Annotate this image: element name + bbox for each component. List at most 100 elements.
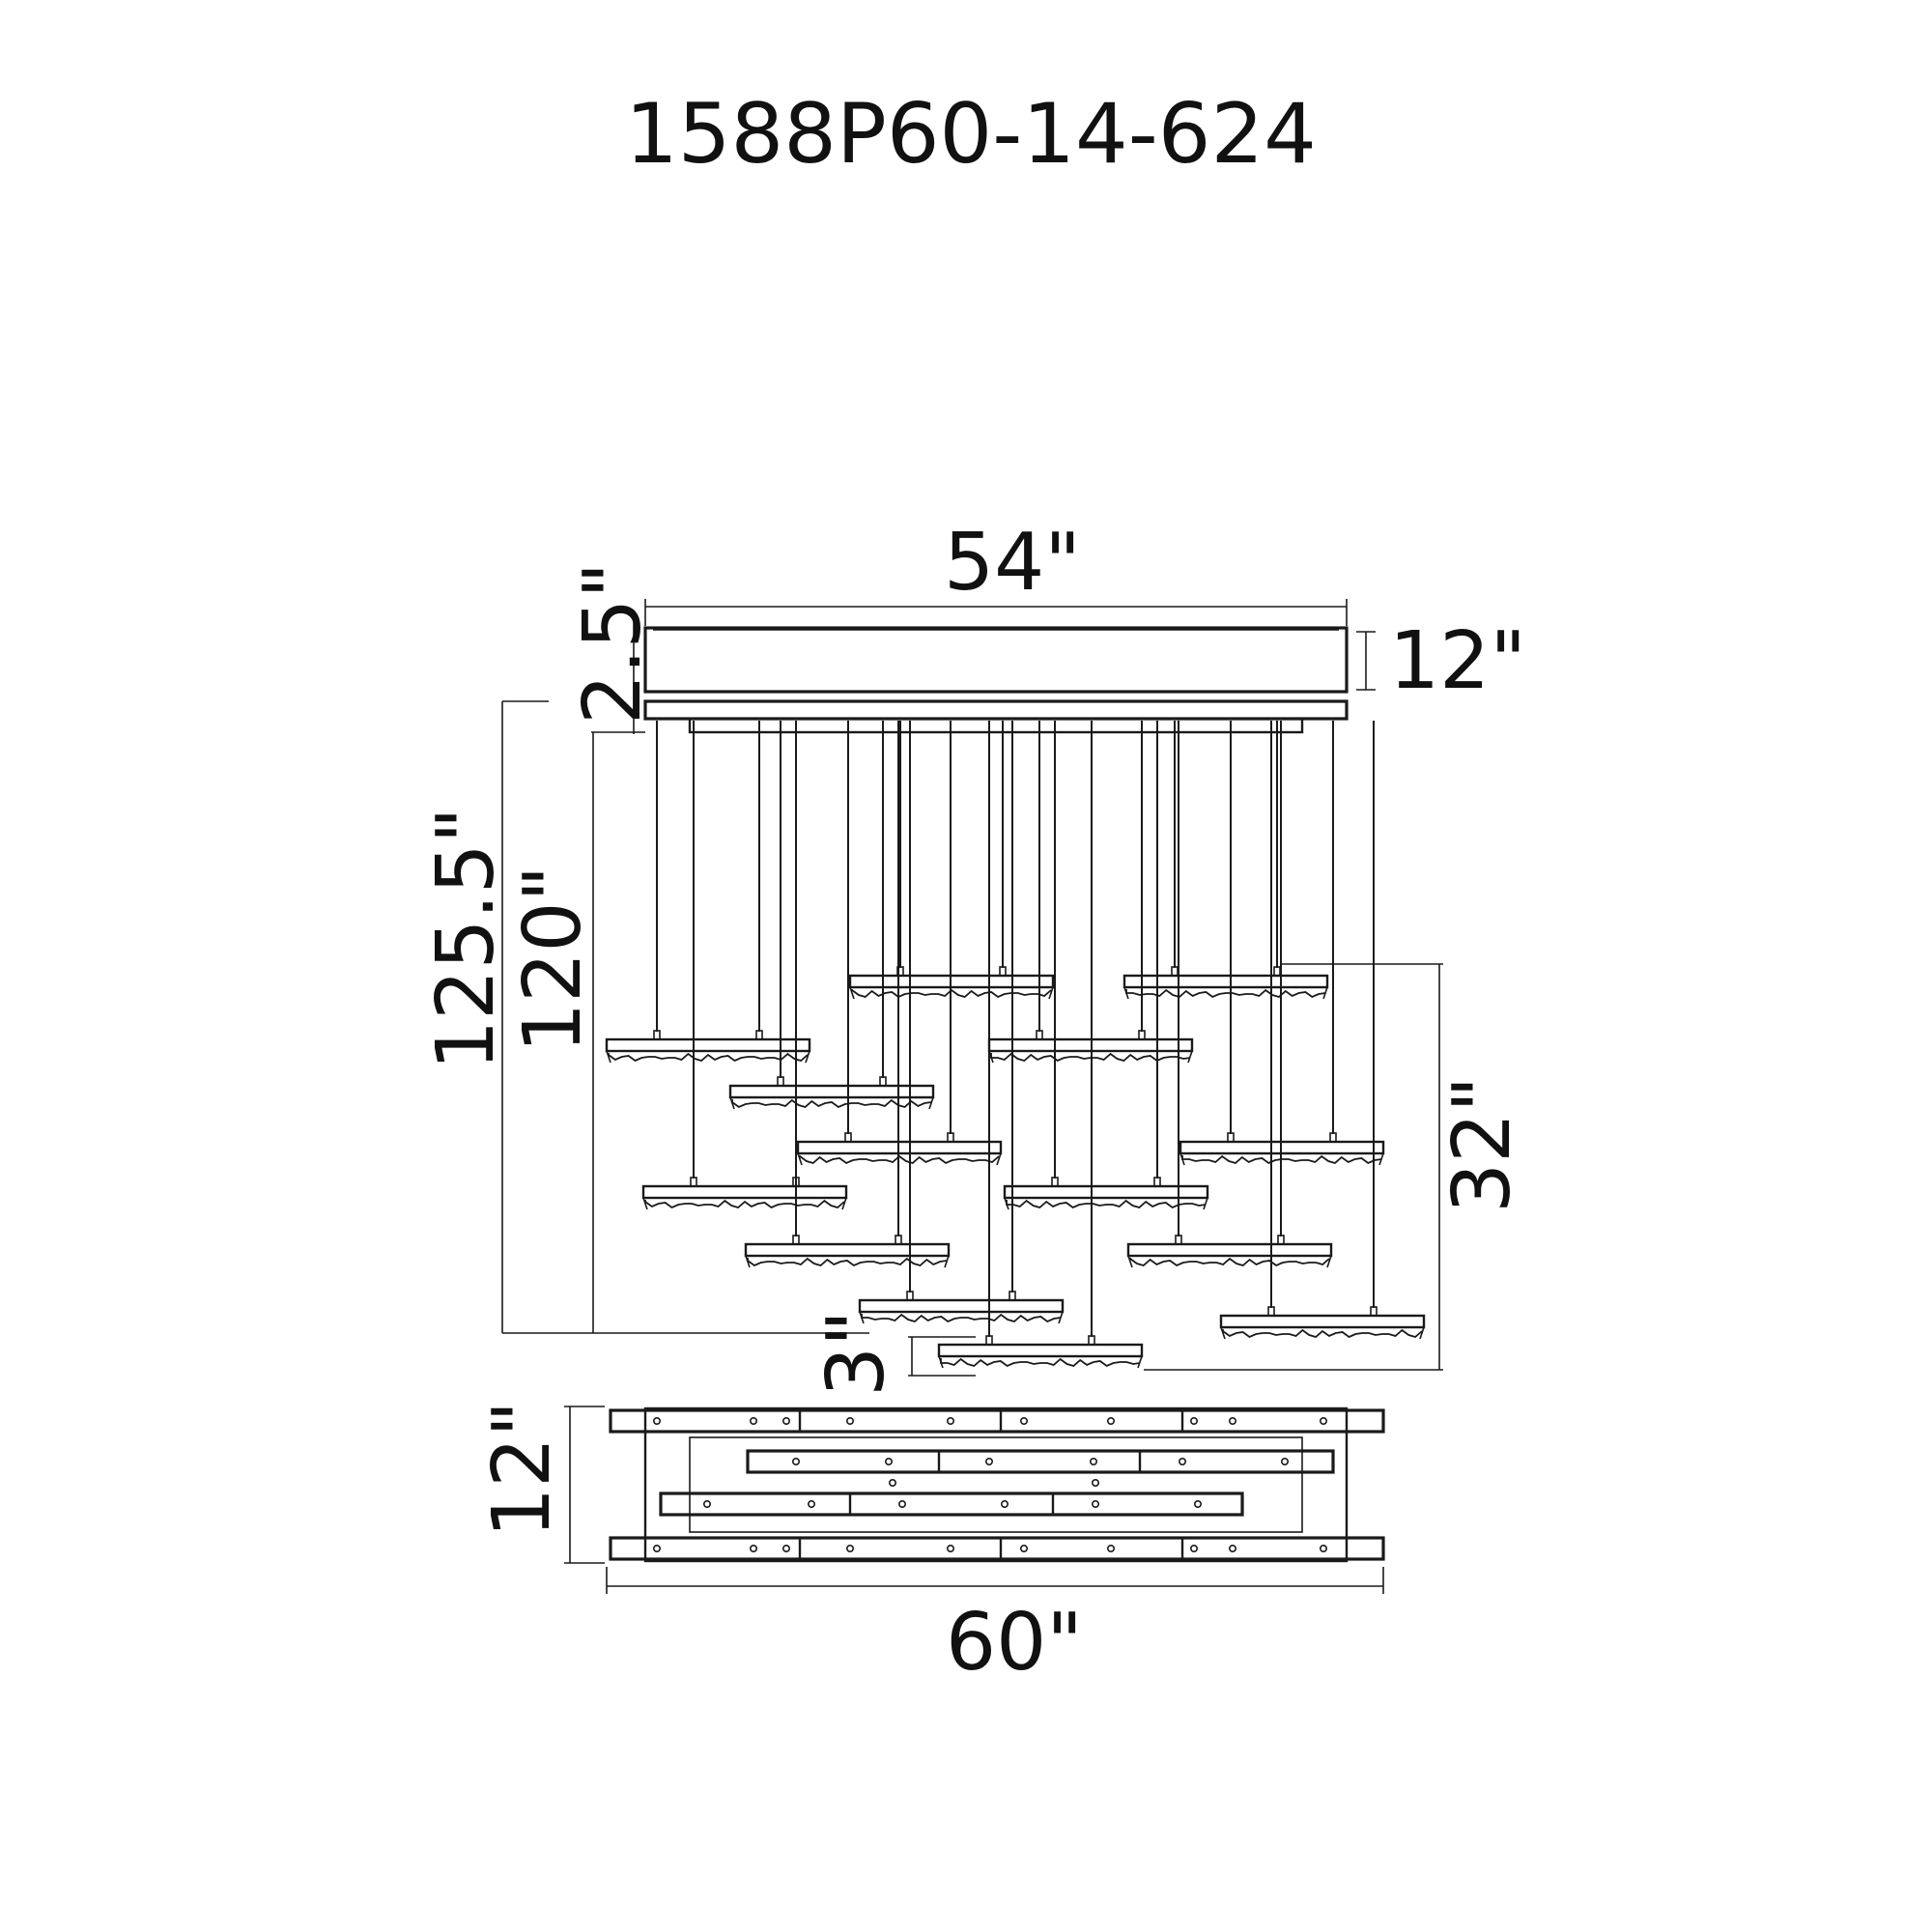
pendant-top-plate [937,1343,1144,1358]
cable-gripper [1051,1177,1059,1187]
pendant-thickness-dimension: 3" [810,1310,976,1397]
pendant-cluster [605,974,1426,1369]
cable-gripper [947,1132,954,1143]
cable-gripper [1273,966,1281,977]
crystal-edge [1006,1199,1207,1209]
crystal-edge [940,1357,1141,1368]
mounting-hole [888,1479,896,1488]
pendant [987,1037,1194,1064]
pendant-end [1123,986,1129,1000]
pendant-end [938,1355,944,1369]
crystal-edge [861,1313,1062,1323]
canopy-height-label: 2.5" [567,562,659,724]
cable-gripper [1227,1132,1235,1143]
mounting-hole [1281,1458,1290,1466]
crystal-edge [851,988,1052,999]
pendant-end [729,1096,735,1110]
mounting-hole [1179,1458,1187,1466]
crystal-edge [747,1257,948,1267]
cable-gripper [906,1291,914,1301]
pendant-top-plate [1003,1184,1209,1200]
pendant-top-plate [987,1037,1194,1053]
mounting-hole [1320,1545,1328,1553]
pendant [605,1037,811,1064]
pendant-end [996,1152,1002,1166]
crystal-edge [1181,1154,1382,1165]
pendant [1122,974,1329,1000]
crystal-edge [1129,1257,1330,1267]
pendant-end [859,1311,865,1324]
mounting-hole [1090,1458,1098,1466]
pendant [796,1140,1003,1166]
mounting-hole [749,1417,757,1426]
pendant-end [1048,986,1054,1000]
pendant-end [606,1050,611,1064]
pendant-end [797,1152,803,1166]
cluster-height-dimension: 32" [1144,963,1528,1371]
cable-gripper [1138,1030,1146,1040]
canopy-depth-dimension: 12" [1356,615,1526,707]
cable-gripper [1171,966,1179,977]
cable-gripper [792,1235,800,1245]
pendant [848,974,1055,1000]
pendant-top-plate [728,1084,935,1099]
pendant-end [849,986,855,1000]
pendant [1126,1242,1333,1268]
pendant-end [1187,1050,1193,1064]
pendant-end [1058,1311,1064,1324]
pendant-end [1179,1152,1185,1166]
pendant-end [1004,1197,1009,1210]
pendant-thickness-label: 3" [810,1310,902,1397]
cable-gripper [1088,1335,1095,1346]
cable-gripper [690,1177,697,1187]
canopy-width-label: 54" [944,517,1081,609]
cable-gripper [1277,1235,1285,1245]
crystal-edge [1222,1328,1423,1339]
cable-gripper [777,1076,784,1087]
cable-gripper [879,1076,887,1087]
mounting-bar [643,699,1349,734]
crystal-edge [990,1052,1191,1063]
overall-height-label: 125.5" [420,808,512,1070]
cable-gripper [1370,1306,1378,1317]
cable-length-dimension: 120" [507,731,645,1333]
base-mounting-holes [652,1417,1328,1553]
base-depth-dimension: 12" [476,1401,605,1564]
mounting-hole [1229,1545,1237,1553]
pendant [937,1343,1144,1369]
pendant-top-plate [641,1184,848,1200]
pendant-top-plate [1179,1140,1385,1155]
pendant-end [1322,986,1328,1000]
suspension-cables [653,721,1378,1346]
pendant-end [1127,1255,1133,1268]
mounting-hole [1107,1417,1116,1426]
cable-gripper [999,966,1007,977]
cable-gripper [1267,1306,1275,1317]
pendant-top-plate [1126,1242,1333,1258]
cable-gripper [844,1132,852,1143]
pendant [728,1084,935,1110]
pendant-top-plate [858,1298,1065,1314]
pendant-end [805,1050,810,1064]
overall-height-dimension: 125.5" [420,700,869,1334]
pendant-top-plate [744,1242,951,1258]
mounting-hole [1001,1500,1009,1509]
crystal-edge [1125,988,1326,999]
cable-length-label: 120" [507,866,599,1053]
mounting-hole [652,1417,661,1426]
pendant-end [1378,1152,1384,1166]
pendant [1003,1184,1209,1210]
pendant [1179,1140,1385,1166]
pendant-top-plate [848,974,1055,989]
canopy-width-dimension: 54" [644,517,1348,626]
cable-gripper [1009,1291,1016,1301]
mounting-hole [1092,1500,1100,1509]
mounting-hole [702,1500,711,1509]
cable-gripper [755,1030,763,1040]
cable-gripper [895,1235,902,1245]
pendant-end [841,1197,847,1210]
pendant-end [1419,1326,1425,1340]
mounting-hole [781,1417,790,1426]
pendant-top-plate [605,1037,811,1053]
